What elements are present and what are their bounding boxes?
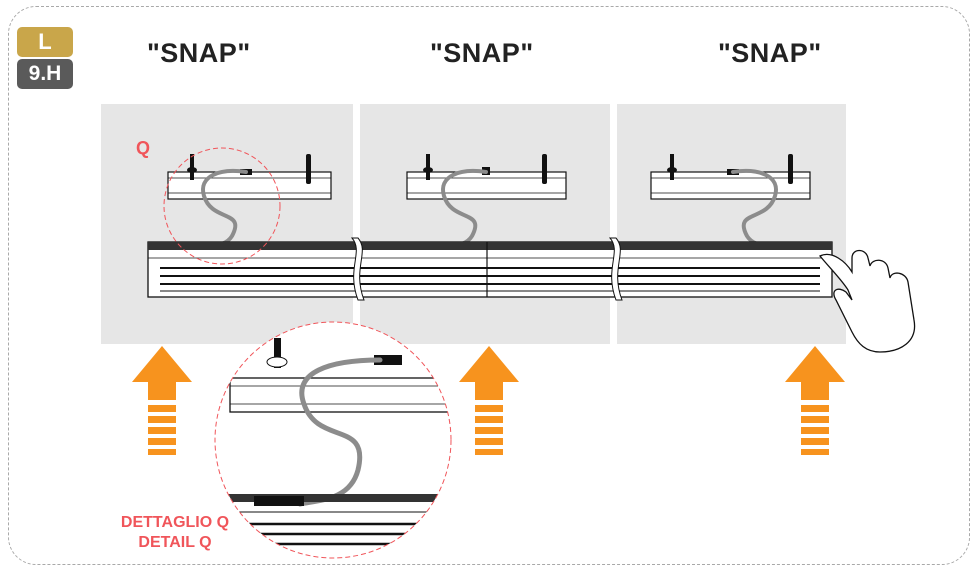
up-arrow-icon — [459, 346, 519, 455]
hand-icon — [818, 249, 916, 353]
ceiling-bracket-2 — [406, 171, 567, 200]
ceiling-bracket-1 — [167, 171, 332, 200]
section-badge: L — [17, 27, 73, 57]
panel-3 — [617, 104, 846, 344]
snap-label-2: "SNAP" — [430, 38, 534, 68]
ceiling-bracket-3 — [650, 171, 811, 200]
panel-1 — [101, 104, 353, 344]
up-arrow-icon — [132, 346, 192, 455]
detail-marker-q: Q — [136, 138, 151, 158]
detail-caption-en: DETAIL Q — [138, 534, 212, 551]
detail-circle — [163, 147, 281, 265]
break-mark — [350, 237, 623, 301]
luminaire-profile — [147, 241, 833, 298]
detail-caption-it: DETTAGLIO Q — [120, 514, 230, 531]
snap-label-3: "SNAP" — [718, 38, 822, 68]
snap-label-1: "SNAP" — [147, 38, 251, 68]
up-arrow-icon — [785, 346, 845, 455]
step-badge: 9.H — [17, 59, 73, 89]
panel-2 — [360, 104, 610, 344]
dashed-frame — [8, 6, 970, 565]
